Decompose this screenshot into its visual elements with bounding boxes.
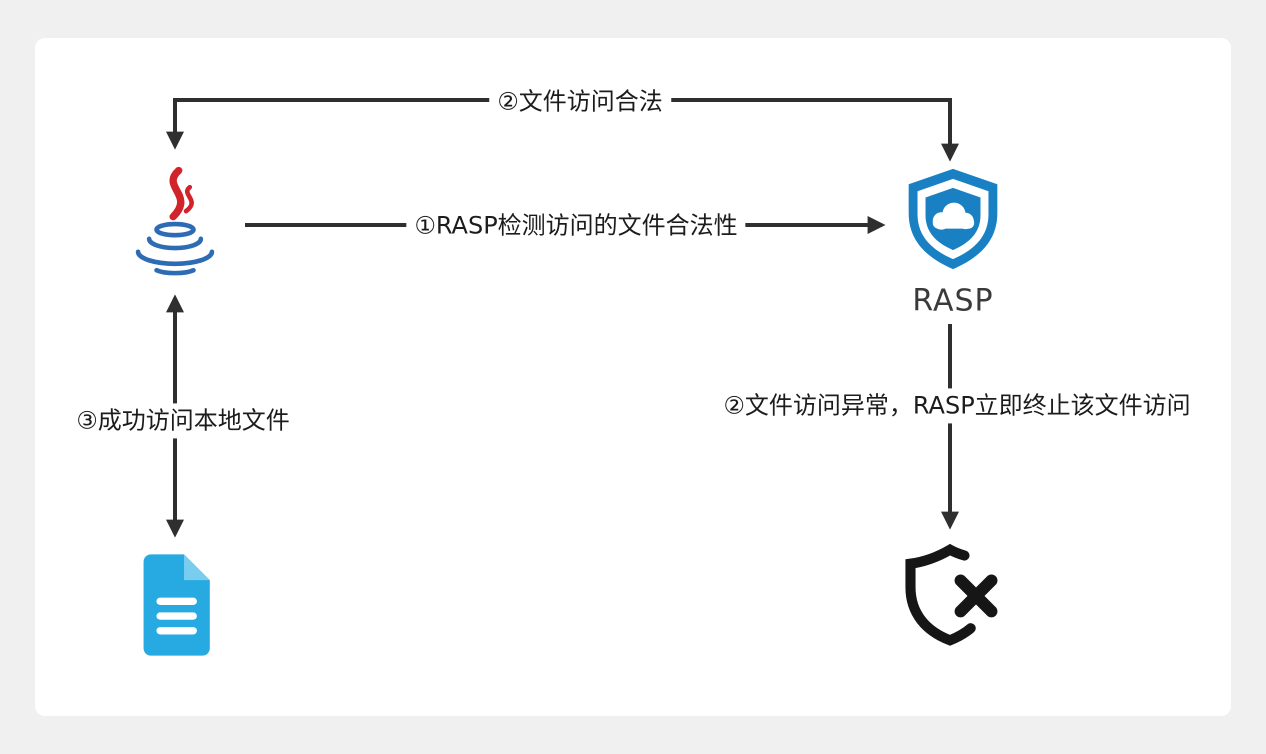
blocked-x-mark: [954, 574, 998, 618]
rasp-shield-cloud-icon: [908, 168, 998, 270]
edge-legal-label: ②文件访问合法: [489, 84, 671, 120]
java-saucer: [135, 249, 215, 267]
document-fold-corner: [184, 554, 210, 581]
java-logo-icon: [135, 166, 215, 276]
document-text-lines: [156, 597, 197, 635]
shield-x-blocked-icon: [905, 543, 998, 646]
edge-check-label: ①RASP检测访问的文件合法性: [406, 208, 746, 244]
rasp-node-label: RASP: [912, 283, 994, 319]
edge-abnormal-label: ②文件访问异常，RASP立即终止该文件访问: [715, 388, 1199, 424]
java-cup-rim: [154, 221, 196, 238]
java-cup-body: [146, 236, 204, 251]
blocked-shield-outline: [905, 543, 976, 646]
rasp-cloud-glyph: [932, 202, 975, 230]
java-base-swoosh: [154, 267, 196, 276]
java-steam-large: [169, 166, 185, 221]
document-file-icon: [143, 554, 210, 656]
java-steam-small: [183, 184, 194, 214]
edge-access-file-label: ③成功访问本地文件: [68, 403, 298, 439]
